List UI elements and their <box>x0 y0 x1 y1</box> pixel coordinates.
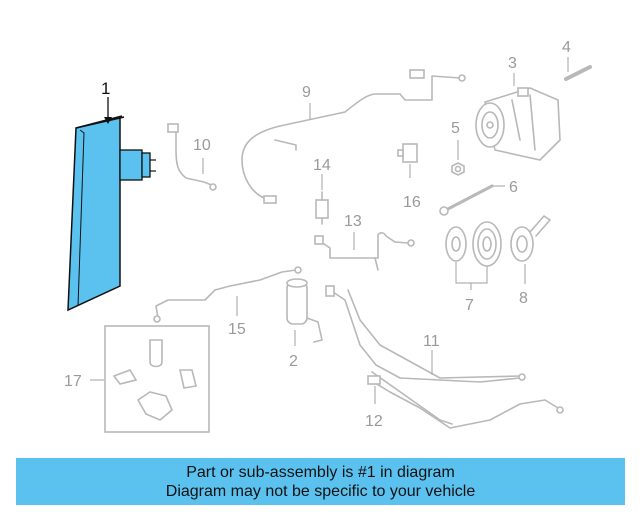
callout-12: 12 <box>365 413 383 430</box>
callout-9: 9 <box>302 84 311 101</box>
callout-17: 17 <box>64 373 82 390</box>
part-6-bolt[interactable] <box>439 184 494 216</box>
callout-6: 6 <box>509 179 518 196</box>
callout-1: 1 <box>101 79 110 98</box>
parts-diagram: 1 10 9 3 4 5 <box>64 39 592 433</box>
part-7-clutch[interactable] <box>445 221 502 267</box>
callout-15: 15 <box>228 321 246 338</box>
callout-16: 16 <box>403 194 421 211</box>
part-17-kit[interactable] <box>104 325 210 433</box>
part-11-hose[interactable] <box>325 285 526 383</box>
part-9-discharge-line[interactable] <box>241 69 466 204</box>
part-5-nut[interactable] <box>451 162 465 176</box>
banner-line-1: Part or sub-assembly is #1 in diagram <box>186 463 455 481</box>
callout-13: 13 <box>344 213 362 230</box>
callout-14: 14 <box>313 157 331 174</box>
part-14-valve[interactable] <box>315 191 329 225</box>
part-1-condenser[interactable] <box>67 115 156 312</box>
callout-8: 8 <box>519 290 528 307</box>
part-12-hose[interactable] <box>367 371 564 429</box>
part-8-coil[interactable] <box>510 215 551 262</box>
part-13-line[interactable] <box>314 232 415 271</box>
callout-7: 7 <box>465 297 474 314</box>
part-15-line[interactable] <box>153 266 302 323</box>
info-banner: Part or sub-assembly is #1 in diagram Di… <box>16 458 625 505</box>
part-10-hose[interactable] <box>167 123 217 191</box>
part-16-sensor[interactable] <box>397 143 418 163</box>
callout-10: 10 <box>193 137 211 154</box>
callout-5: 5 <box>451 120 460 137</box>
part-4-bolt[interactable] <box>564 65 592 81</box>
callout-4: 4 <box>562 39 571 56</box>
callout-2: 2 <box>289 353 298 370</box>
callout-11: 11 <box>423 333 440 350</box>
banner-line-2: Diagram may not be specific to your vehi… <box>165 482 476 500</box>
callout-3: 3 <box>508 55 517 72</box>
part-3-compressor[interactable] <box>475 87 561 161</box>
part-2-drier[interactable] <box>286 278 323 343</box>
